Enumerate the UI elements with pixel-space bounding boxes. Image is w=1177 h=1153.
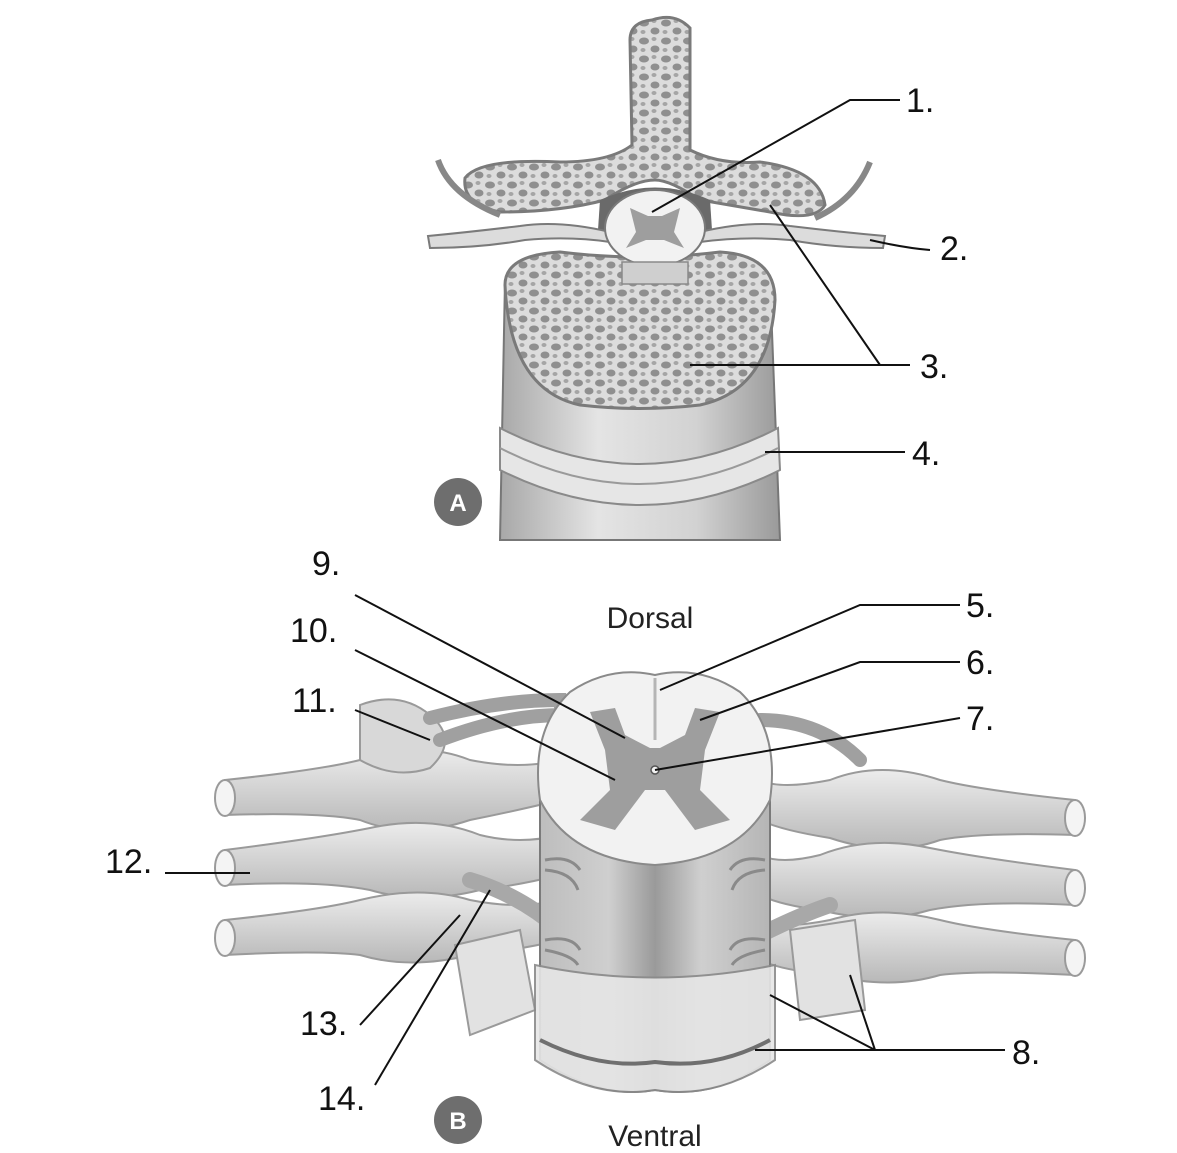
panel-a-badge-text: A (449, 490, 466, 517)
panel-a-vertebra: A (428, 17, 885, 540)
label-3: 3. (920, 348, 948, 386)
label-8: 8. (1012, 1034, 1040, 1072)
vertebral-arch (465, 17, 825, 215)
panel-b-badge-text: B (449, 1108, 466, 1135)
label-2: 2. (940, 230, 968, 268)
label-12: 12. (105, 843, 152, 881)
dorsal-root-right (760, 720, 860, 760)
label-14: 14. (318, 1080, 365, 1118)
label-7: 7. (966, 700, 994, 738)
label-6: 6. (966, 644, 994, 682)
left-spinal-nerves (215, 699, 562, 962)
label-13: 13. (300, 1005, 347, 1043)
ventral-label: Ventral (608, 1120, 701, 1153)
label-10: 10. (290, 612, 337, 650)
label-1: 1. (906, 82, 934, 120)
spinal-nerve-left (428, 224, 610, 248)
meninges-right-flap (790, 920, 865, 1020)
dorsal-label: Dorsal (607, 602, 694, 635)
dura-mater-band (535, 965, 775, 1092)
label-4: 4. (912, 435, 940, 473)
meninges-left-flap (455, 930, 535, 1035)
label-11: 11. (292, 682, 337, 720)
label-5: 5. (966, 587, 994, 625)
label-9: 9. (312, 545, 340, 583)
panel-b-spinal-cord: B Dorsal Ventral (215, 602, 1085, 1153)
